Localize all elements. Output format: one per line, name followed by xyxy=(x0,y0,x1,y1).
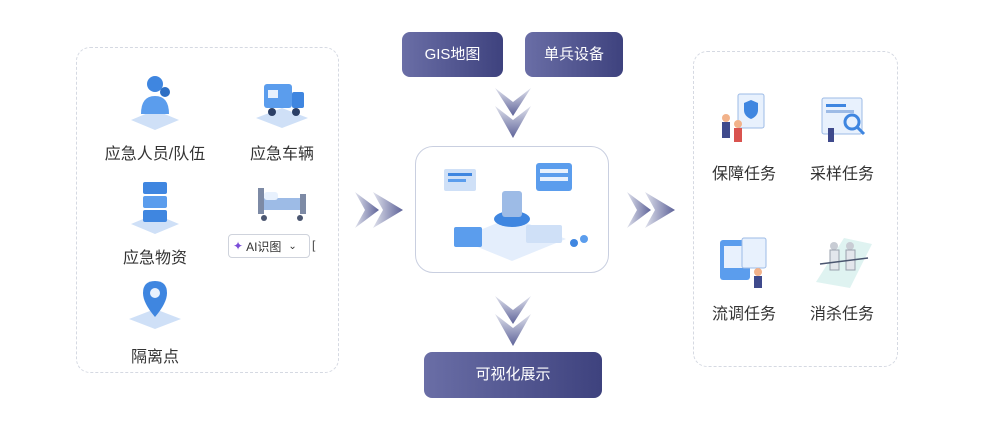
gis-map-button[interactable]: GIS地图 xyxy=(402,32,503,77)
ai-sparkle-icon: ✦ xyxy=(233,239,244,253)
resources-panel xyxy=(76,47,339,373)
supplies-icon xyxy=(123,174,187,238)
sampling-task-icon xyxy=(810,90,874,154)
platform-hub xyxy=(415,146,609,273)
vehicle-item: 应急车辆 xyxy=(222,70,342,164)
vehicle-label: 应急车辆 xyxy=(249,146,314,163)
disinfection-task-item: 消杀任务 xyxy=(782,230,902,324)
sampling-task-item: 采样任务 xyxy=(782,90,902,184)
visualization-display-button[interactable]: 可视化展示 xyxy=(424,352,602,398)
truck-icon xyxy=(250,70,314,134)
isolation-point-item: 隔离点 xyxy=(95,273,215,367)
epidemiological-task-icon xyxy=(712,230,776,294)
ai-chip-label: AI识图 xyxy=(246,239,282,254)
supplies-label: 应急物资 xyxy=(122,250,187,267)
hospital-bed-icon xyxy=(250,174,314,238)
disinfection-task-icon xyxy=(810,230,874,294)
personnel-label: 应急人员/队伍 xyxy=(104,146,206,163)
clipped-text-fragment: [ xyxy=(312,238,316,252)
epidemiological-task-item: 流调任务 xyxy=(684,230,804,324)
tasks-panel xyxy=(693,51,898,367)
support-task-label: 保障任务 xyxy=(711,166,776,183)
ai-image-recognition-chip[interactable]: ✦ AI识图 ⌄ xyxy=(228,234,310,258)
arrow-down-icon xyxy=(495,88,531,138)
arrow-down-icon xyxy=(495,296,531,346)
support-task-icon xyxy=(712,90,776,154)
sampling-task-label: 采样任务 xyxy=(809,166,874,183)
supplies-item: 应急物资 xyxy=(95,174,215,268)
personnel-item: 应急人员/队伍 xyxy=(95,70,215,164)
chevron-down-icon: ⌄ xyxy=(288,240,297,252)
single-soldier-device-button[interactable]: 单兵设备 xyxy=(525,32,623,77)
data-platform-icon xyxy=(444,163,588,261)
disinfection-task-label: 消杀任务 xyxy=(809,306,874,323)
arrow-right-icon xyxy=(355,192,403,228)
person-icon xyxy=(123,70,187,134)
hospital-bed-item xyxy=(222,174,342,238)
location-pin-icon xyxy=(123,273,187,337)
arrow-right-icon xyxy=(627,192,675,228)
isolation-point-label: 隔离点 xyxy=(130,349,179,366)
epidemiological-task-label: 流调任务 xyxy=(711,306,776,323)
support-task-item: 保障任务 xyxy=(684,90,804,184)
